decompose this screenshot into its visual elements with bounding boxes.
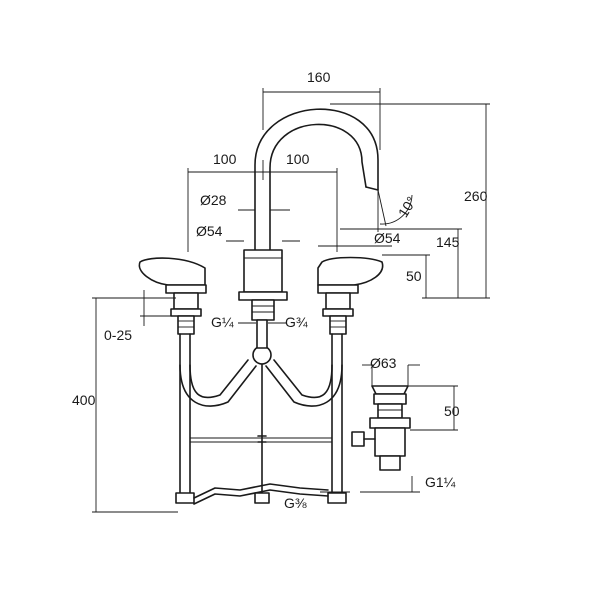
label-waste-diameter: Ø63 (370, 355, 397, 371)
label-thread-right: G¾ (285, 314, 308, 330)
label-spout-height: 260 (464, 188, 488, 204)
label-total-depth: 400 (72, 392, 96, 408)
label-spacing-left: 100 (213, 151, 237, 167)
dimension-lines (92, 88, 490, 513)
label-thread-bottom: G⅜ (284, 495, 307, 511)
label-stem-diameter: Ø28 (200, 192, 227, 208)
spout (238, 108, 379, 321)
left-handle-valve (138, 257, 207, 335)
dimension-labels: 160 260 100 100 Ø28 Ø54 Ø54 10° 145 50 0… (72, 69, 488, 511)
label-spacing-right: 100 (286, 151, 310, 167)
label-handle-height: 50 (406, 268, 422, 284)
label-thread-left: G¼ (211, 314, 234, 330)
label-angle: 10° (395, 194, 420, 220)
label-body-diameter-right: Ø54 (374, 230, 401, 246)
label-adjust-range: 0-25 (104, 327, 132, 343)
label-body-height: 145 (436, 234, 460, 250)
right-handle-valve (317, 256, 384, 335)
waste-assembly (351, 385, 411, 471)
label-body-diameter-left: Ø54 (196, 223, 223, 239)
label-spout-reach: 160 (307, 69, 331, 85)
flexible-hoses (175, 319, 347, 505)
label-waste-thread: G1¼ (425, 474, 456, 490)
label-waste-height: 50 (444, 403, 460, 419)
